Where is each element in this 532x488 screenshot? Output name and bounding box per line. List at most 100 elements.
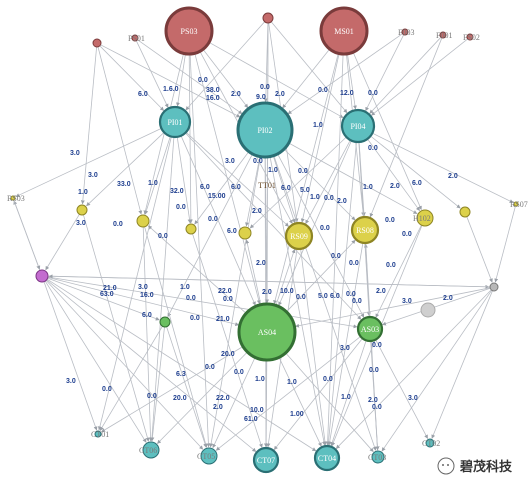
node-r1[interactable] xyxy=(262,12,274,24)
edge-as04-rs09 xyxy=(275,248,296,306)
edge-ms01-pi04 xyxy=(347,53,357,110)
edge-weight-label: 6.0 xyxy=(138,91,148,98)
node-rs08[interactable]: RS08 xyxy=(350,215,380,245)
edge-ps03-pi01 xyxy=(175,53,186,107)
node-circle[interactable] xyxy=(35,269,49,283)
node-pi04[interactable]: PI04 xyxy=(340,108,376,144)
edge-y1-m1 xyxy=(45,214,80,271)
edge-weight-label: 1.0 xyxy=(313,122,323,129)
node-circle[interactable] xyxy=(401,28,409,36)
node-circle[interactable] xyxy=(313,444,341,472)
edge-pi02-y4 xyxy=(245,156,261,227)
node-circle[interactable] xyxy=(513,201,519,207)
node-as04[interactable]: AS04 xyxy=(237,302,297,362)
edge-pi01-y2 xyxy=(144,136,171,215)
edge-weight-label: 0.0 xyxy=(368,145,378,152)
node-circle[interactable] xyxy=(356,315,384,343)
node-circle[interactable] xyxy=(262,12,274,24)
node-circle[interactable] xyxy=(185,223,197,235)
node-y3[interactable] xyxy=(185,223,197,235)
edge-weight-label: 20.0 xyxy=(221,351,235,358)
node-circle[interactable] xyxy=(10,195,16,201)
edge-weight-label: 0.0 xyxy=(176,204,186,211)
node-ct03[interactable]: CT03 xyxy=(368,450,386,464)
node-circle[interactable] xyxy=(420,302,436,318)
edge-weight-label: 0.0 xyxy=(208,216,218,223)
node-circle[interactable] xyxy=(136,214,150,228)
edge-weight-label: 0.0 xyxy=(368,90,378,97)
node-ct01[interactable]: CT01 xyxy=(91,430,109,439)
node-circle[interactable] xyxy=(459,206,471,218)
node-as03[interactable]: AS03 xyxy=(356,315,384,343)
node-circle[interactable] xyxy=(319,6,369,56)
edge-weight-label: 0.0 xyxy=(190,315,200,322)
node-r2[interactable] xyxy=(92,38,102,48)
node-circle[interactable] xyxy=(340,108,376,144)
node-y4[interactable] xyxy=(238,226,252,240)
node-h102[interactable]: H102 xyxy=(413,209,434,227)
node-circle[interactable] xyxy=(238,226,252,240)
node-circle[interactable] xyxy=(200,447,218,465)
node-pi01[interactable]: PI01 xyxy=(158,105,192,139)
edge-rs03-m1 xyxy=(13,199,41,270)
node-y1[interactable] xyxy=(76,204,88,216)
node-circle[interactable] xyxy=(236,101,294,159)
node-circle[interactable] xyxy=(158,105,192,139)
edge-pi04-y4 xyxy=(249,136,347,229)
node-ms01[interactable]: MS01 xyxy=(319,6,369,56)
node-circle[interactable] xyxy=(92,38,102,48)
node-circle[interactable] xyxy=(489,282,499,292)
node-circle[interactable] xyxy=(164,6,214,56)
node-circle[interactable] xyxy=(94,430,102,438)
edge-weight-label: 0.0 xyxy=(352,298,362,305)
node-circle[interactable] xyxy=(284,221,314,251)
node-y2[interactable] xyxy=(136,214,150,228)
edge-r4-pi04 xyxy=(365,34,405,112)
node-y5[interactable] xyxy=(459,206,471,218)
node-circle[interactable] xyxy=(237,302,297,362)
node-circle[interactable] xyxy=(425,438,435,448)
node-rs09[interactable]: RS09 xyxy=(284,221,314,251)
node-label: AS04 xyxy=(258,328,276,337)
node-g2[interactable] xyxy=(159,316,171,328)
edge-ps03-pi02 xyxy=(202,48,249,109)
node-ct02[interactable]: CT02 xyxy=(422,438,440,448)
node-ct04[interactable]: CT04 xyxy=(313,444,341,472)
node-pi02[interactable]: PI02 xyxy=(236,101,294,159)
node-rs03[interactable]: RS03 xyxy=(7,194,25,203)
node-label: PS03 xyxy=(181,27,198,36)
node-ct06[interactable]: CT06 xyxy=(139,441,160,459)
node-circle[interactable] xyxy=(252,446,280,474)
node-ct05[interactable]: CT05 xyxy=(197,447,218,465)
node-gl[interactable] xyxy=(420,302,436,318)
node-circle[interactable] xyxy=(466,33,474,41)
edge-pi02-ct07 xyxy=(263,156,268,448)
node-m1[interactable] xyxy=(35,269,49,283)
node-ct07[interactable]: CT07 xyxy=(252,446,280,474)
edge-r4-pi02 xyxy=(287,33,403,115)
node-r4[interactable]: F003 xyxy=(398,28,414,37)
node-g1[interactable] xyxy=(489,282,499,292)
edge-weight-label: 10.0 xyxy=(250,407,264,414)
edge-pi01-rs09 xyxy=(185,131,289,227)
node-circle[interactable] xyxy=(350,215,380,245)
node-circle[interactable] xyxy=(416,209,434,227)
node-r5[interactable]: F001 xyxy=(436,31,452,40)
edge-weight-label: 12.0 xyxy=(340,90,354,97)
node-circle[interactable] xyxy=(159,316,171,328)
node-r3[interactable]: PS01 xyxy=(128,34,145,43)
node-tt01[interactable]: TT01 xyxy=(258,181,276,190)
node-label: TT01 xyxy=(258,181,276,190)
node-circle[interactable] xyxy=(439,31,447,39)
node-circle[interactable] xyxy=(76,204,88,216)
edge-ps03-pi04 xyxy=(208,41,344,119)
node-rs07[interactable]: RS07 xyxy=(510,200,528,209)
node-circle[interactable] xyxy=(371,450,385,464)
node-ps03[interactable]: PS03 xyxy=(164,6,214,56)
edge-weight-label: 6.0 xyxy=(330,293,340,300)
node-r6[interactable]: FS02 xyxy=(463,33,480,42)
edge-weight-label: 6.3 xyxy=(176,371,186,378)
node-circle[interactable] xyxy=(131,34,139,42)
node-circle[interactable] xyxy=(142,441,160,459)
